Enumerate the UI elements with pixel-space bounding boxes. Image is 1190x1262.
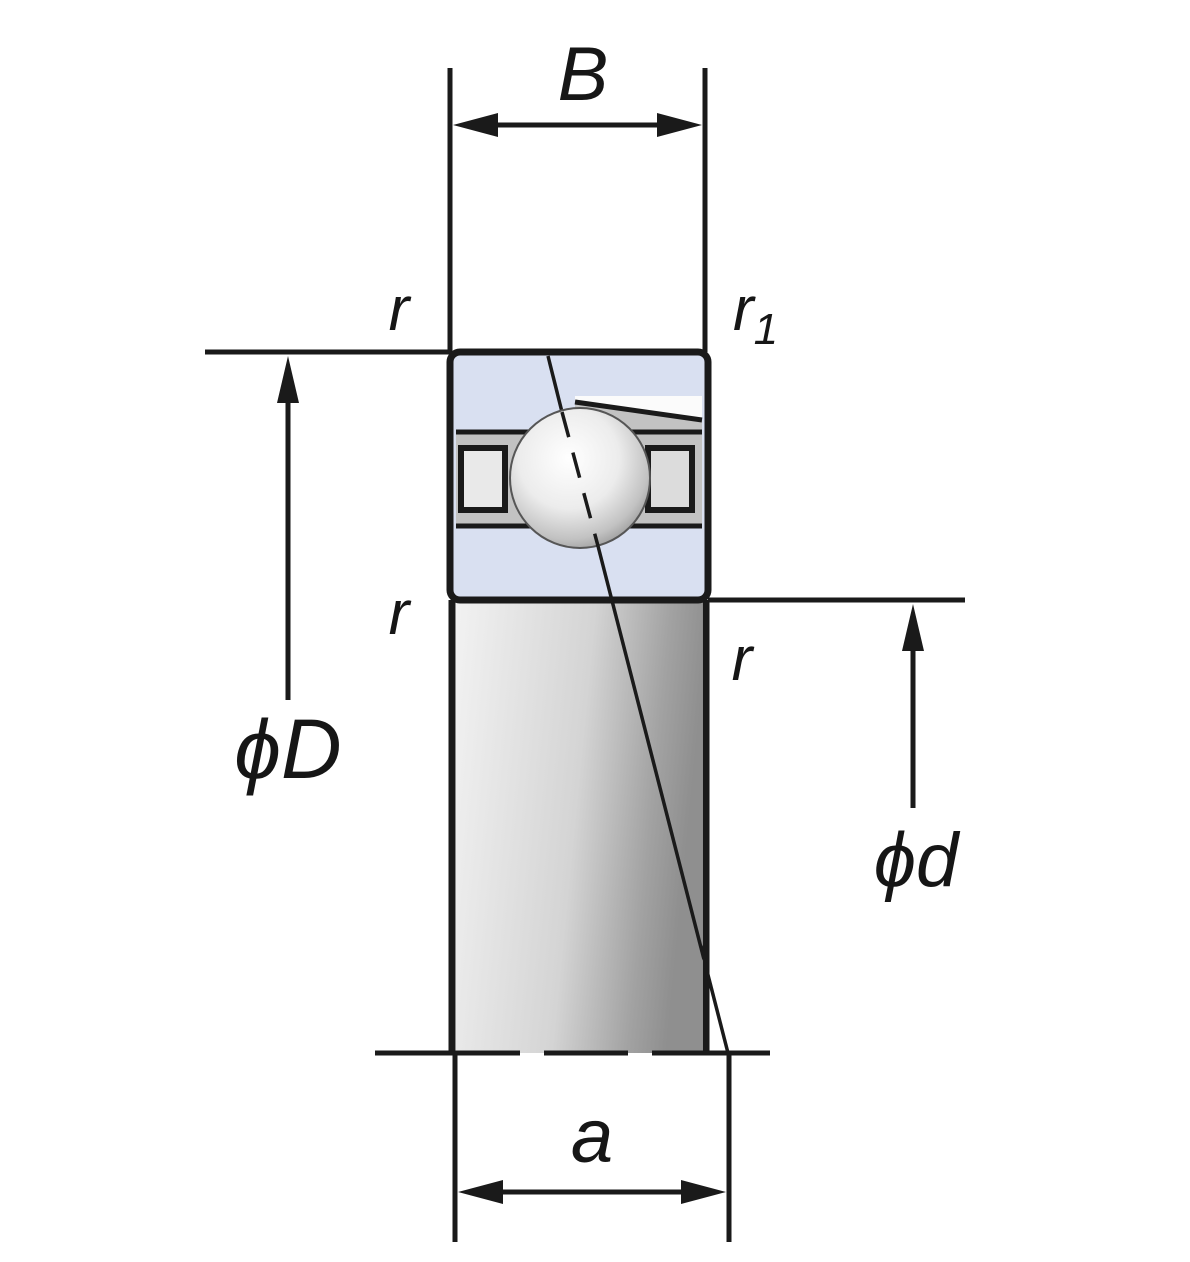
chamfer-labels: r r1 r r [389,275,778,694]
cage-left [458,445,508,513]
label-phiD: ϕD [234,702,341,796]
dim-phiD: ϕD [205,349,452,796]
label-r1-base: r [733,275,756,344]
arrowhead-a-right [681,1180,726,1204]
contact-line-bottom [596,545,730,1054]
arrowhead-B-right [657,113,702,137]
bearing-cross-section [446,348,712,604]
label-r1-top-right: r1 [733,275,778,354]
label-r1-subscript: 1 [754,305,778,354]
shaft-section [448,600,710,1053]
arrowhead-phid-up [902,604,924,651]
outer-ring-border [446,348,712,604]
label-r-mid-right: r [732,625,755,694]
shoulder-line [574,399,703,423]
arrowhead-B-left [453,113,498,137]
shaft-body [456,602,702,1053]
label-r-mid-left: r [389,579,412,648]
dim-B: B [447,32,708,352]
arrowhead-phiD-up [277,356,299,403]
label-r-top-left: r [389,275,412,344]
contact-line-dashed [560,411,600,547]
ball [509,407,651,549]
contact-line-top [546,355,564,413]
label-B: B [558,32,609,117]
label-a: a [571,1094,613,1179]
dim-phid: ϕd [708,597,965,903]
dim-a: a [452,1053,732,1242]
cage-right [645,445,695,513]
arrowhead-a-left [458,1180,503,1204]
label-phid: ϕd [874,818,961,903]
